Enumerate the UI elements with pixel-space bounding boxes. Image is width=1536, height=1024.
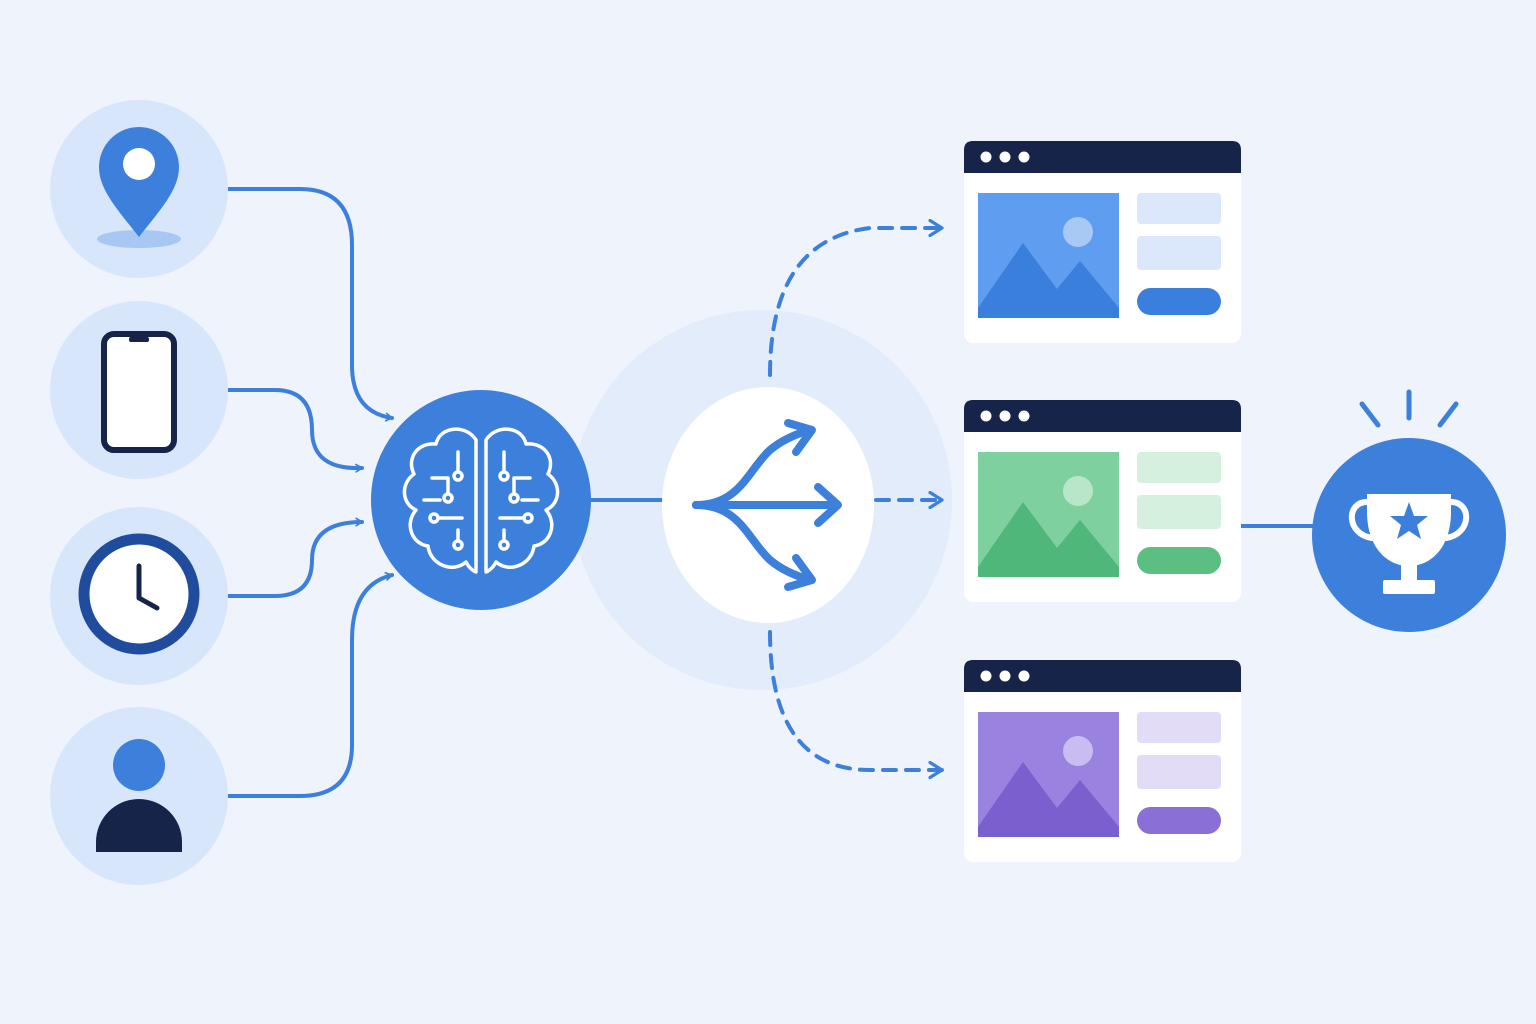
variant-card-purple [964,660,1241,862]
card-titlebar [964,660,1241,692]
input-node-user [50,707,228,885]
cta-button-placeholder [1137,288,1221,315]
window-dot-icon [980,151,992,163]
window-dot-icon [999,670,1011,682]
router-connectors [768,228,944,770]
trophy-star-icon [1348,494,1470,594]
connector-router-to-card-purple [768,630,944,770]
variant-cards [964,141,1241,862]
variant-card-blue [964,141,1241,343]
cta-button-placeholder [1137,807,1221,834]
text-line-placeholder [1137,193,1221,224]
location-pin-icon [97,127,181,248]
variant-card-green [964,400,1241,602]
brain-circuit-icon [402,427,560,574]
text-line-placeholder [1137,452,1221,483]
connector-location-to-brain [226,187,394,418]
input-connectors [226,187,394,798]
window-dot-icon [1018,151,1030,163]
text-line-placeholder [1137,495,1221,529]
image-placeholder-icon [978,712,1119,837]
image-placeholder-icon [978,452,1119,577]
window-dot-icon [1018,410,1030,422]
clock-icon [78,533,200,655]
image-placeholder-icon [978,193,1119,318]
connector-phone-to-brain [226,388,364,468]
input-node-phone [50,301,228,479]
processor-node [371,390,591,610]
input-node-location [50,100,228,278]
text-line-placeholder [1137,236,1221,270]
connector-router-to-card-blue [768,228,944,377]
winner-node [1312,389,1506,632]
window-dot-icon [980,670,992,682]
connector-user-to-brain [226,575,394,798]
window-dot-icon [980,410,992,422]
router-node [662,387,874,623]
input-node-clock [50,507,228,685]
window-dot-icon [999,410,1011,422]
text-line-placeholder [1137,755,1221,789]
text-line-placeholder [1137,712,1221,743]
card-titlebar [964,141,1241,173]
sparkle-icon [1359,389,1459,428]
user-icon [96,739,182,852]
card-titlebar [964,400,1241,432]
connector-clock-to-brain [226,522,364,598]
cta-button-placeholder [1137,547,1221,574]
split-arrows-icon [692,419,842,591]
window-dot-icon [1018,670,1030,682]
window-dot-icon [999,151,1011,163]
smartphone-icon [101,331,177,453]
